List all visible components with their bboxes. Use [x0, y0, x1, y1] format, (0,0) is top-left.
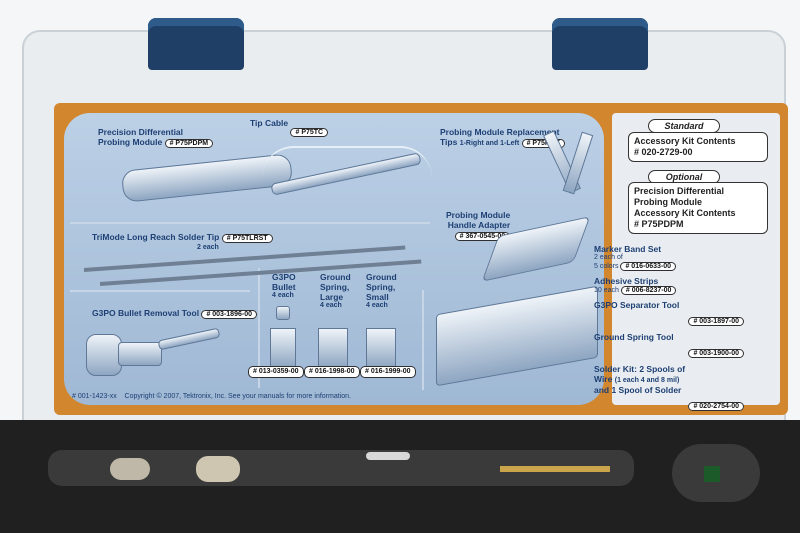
solder-kit-tag: # 020-2754-00: [688, 402, 744, 411]
marker-band-tag: # 016-0633-00: [620, 262, 677, 271]
standard-header: Standard: [648, 119, 720, 133]
pdpm-tag: # P75PDPM: [164, 139, 214, 148]
right-hinge: [552, 18, 648, 70]
solder-kit-item: Solder Kit: 2 Spools of Wire (1 each 4 a…: [594, 364, 764, 413]
standard-box: Accessory Kit Contents # 020-2729-00: [628, 132, 768, 162]
separator-tool-tag: # 003-1897-00: [688, 317, 744, 326]
handle-adapter-tag: # 367-0545-00: [454, 232, 511, 241]
footer: # 001-1423-xx Copyright © 2007, Tektroni…: [72, 393, 351, 400]
knob-in-tray: [196, 456, 240, 482]
adhesive-strips-tag: # 006-8237-00: [620, 286, 677, 295]
divider: [70, 290, 250, 292]
tip-cable-label: Tip Cable # P75TC: [250, 118, 329, 137]
replacement-tips-tag: # P75PMT: [521, 139, 565, 148]
pdpm-label: Precision Differential Probing Module # …: [98, 127, 214, 149]
g3po-bullet-tag: # 013-0359-00: [248, 366, 304, 378]
solder-tip-tag: # P75TLRST: [221, 234, 273, 243]
separator-tool-item: G3PO Separator Tool # 003-1897-00: [594, 300, 764, 328]
removal-tool-knob: [86, 334, 122, 376]
divider: [258, 268, 260, 388]
part-in-well: [704, 466, 720, 482]
right-list: Marker Band Set 2 each of 5 colors # 016…: [594, 244, 764, 413]
brass-tool-in-tray: [500, 466, 610, 472]
tip-cable-tag: # P75TC: [290, 128, 329, 137]
removal-tool-label: G3PO Bullet Removal Tool # 003-1896-00: [92, 308, 257, 320]
left-hinge: [148, 18, 244, 70]
divider: [422, 290, 424, 390]
tool-in-tray: [366, 452, 410, 460]
ground-small-label: Ground Spring, Small 4 each: [366, 272, 397, 309]
replacement-tips-label: Probing Module Replacement Tips 1-Right …: [440, 127, 565, 149]
handle-adapter-label: Probing Module Handle Adapter # 367-0545…: [446, 210, 511, 241]
marker-band-item: Marker Band Set 2 each of 5 colors # 016…: [594, 244, 764, 272]
solder-tip-label: TriMode Long Reach Solder Tip # P75TLRST…: [92, 232, 273, 252]
bullet-illustration: [276, 306, 290, 320]
ground-small-tag: # 016-1999-00: [360, 366, 416, 378]
divider: [70, 222, 430, 224]
bullet-box: [270, 328, 296, 368]
adhesive-strips-item: Adhesive Strips 10 each # 006-8237-00: [594, 276, 764, 296]
ground-large-label: Ground Spring, Large 4 each: [320, 272, 351, 309]
ground-small-box: [366, 328, 396, 368]
removal-tool-tag: # 003-1896-00: [201, 310, 257, 319]
ground-large-box: [318, 328, 348, 368]
ground-spring-tool-item: Ground Spring Tool # 003-1900-00: [594, 332, 764, 360]
removal-tool-body: [118, 342, 162, 366]
ground-large-tag: # 016-1998-00: [304, 366, 360, 378]
module-in-tray: [110, 458, 150, 480]
tip-cable-illustration: [262, 146, 432, 178]
ground-spring-tool-tag: # 003-1900-00: [688, 349, 744, 358]
g3po-bullet-label: G3PO Bullet 4 each: [272, 272, 296, 299]
optional-box: Precision Differential Probing Module Ac…: [628, 182, 768, 234]
